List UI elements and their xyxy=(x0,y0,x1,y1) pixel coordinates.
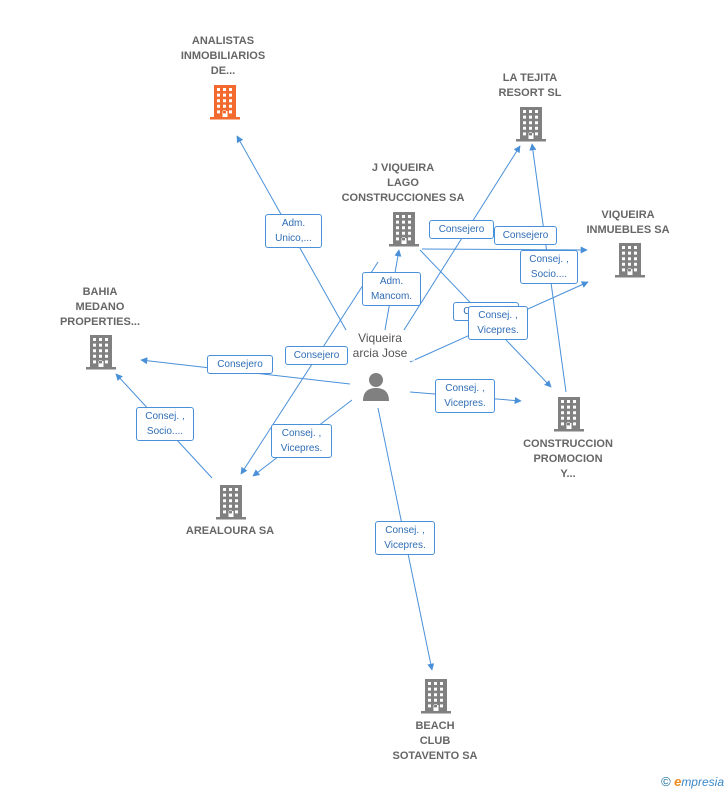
edge-line-4 xyxy=(421,246,588,254)
company-label-construccion[interactable]: CONSTRUCCION PROMOCION Y... xyxy=(523,438,613,480)
edge-label-socio-tejita[interactable]: Consej. , Socio.... xyxy=(520,250,578,284)
edge-label-socio-bahia[interactable]: Consej. , Socio.... xyxy=(136,407,194,441)
person-icon[interactable] xyxy=(361,371,391,401)
copyright-symbol: © xyxy=(661,774,671,789)
edge-label-consejero-tejita[interactable]: Consejero xyxy=(429,220,494,239)
building-icon-jviqueira[interactable] xyxy=(389,211,419,247)
edge-label-vicepres-beach[interactable]: Consej. , Vicepres. xyxy=(375,521,435,555)
edge-line-8 xyxy=(240,261,379,475)
building-icon-beach[interactable] xyxy=(421,678,451,714)
company-label-jviqueira[interactable]: J VIQUEIRA LAGO CONSTRUCCIONES SA xyxy=(341,162,465,204)
building-icon-viqueira-inmuebles[interactable] xyxy=(615,242,645,278)
building-icon-arealoura[interactable] xyxy=(216,484,246,520)
edge-label-adm-mancom[interactable]: Adm. Mancom. xyxy=(362,272,421,306)
edge-label-consejero-viqueira-a[interactable]: Consejero xyxy=(494,226,557,245)
company-label-viqueira-inmuebles[interactable]: VIQUEIRA INMUEBLES SA xyxy=(586,209,670,236)
person-label[interactable]: Viqueira arcia Jose xyxy=(345,331,415,361)
edge-label-consejero-arealoura[interactable]: Consejero xyxy=(285,346,348,365)
building-icon-construccion[interactable] xyxy=(554,396,584,432)
company-label-bahia[interactable]: BAHIA MEDANO PROPERTIES... xyxy=(59,286,141,328)
building-icon-analistas[interactable] xyxy=(210,84,240,120)
edge-label-vicepres-arealoura[interactable]: Consej. , Vicepres. xyxy=(271,424,332,458)
building-icon-tejita[interactable] xyxy=(516,106,546,142)
company-label-tejita[interactable]: LA TEJITA RESORT SL xyxy=(498,72,562,99)
company-label-beach[interactable]: BEACH CLUB SOTAVENTO SA xyxy=(392,720,478,762)
edge-label-vicepres-construccion-b[interactable]: Consej. , Vicepres. xyxy=(435,379,495,413)
company-label-arealoura[interactable]: AREALOURA SA xyxy=(185,525,275,537)
edge-label-vicepres-construccion-a[interactable]: Consej. , Vicepres. xyxy=(468,306,528,340)
building-icon-bahia[interactable] xyxy=(86,334,116,370)
footer-brand: © empresia xyxy=(661,774,724,789)
edge-label-consejero-bahia[interactable]: Consejero xyxy=(207,355,273,374)
brand-name: mpresia xyxy=(681,775,724,789)
edge-label-adm-unico[interactable]: Adm. Unico,... xyxy=(265,214,322,248)
company-label-analistas[interactable]: ANALISTAS INMOBILIARIOS DE... xyxy=(180,35,266,77)
brand-initial: e xyxy=(674,774,682,789)
